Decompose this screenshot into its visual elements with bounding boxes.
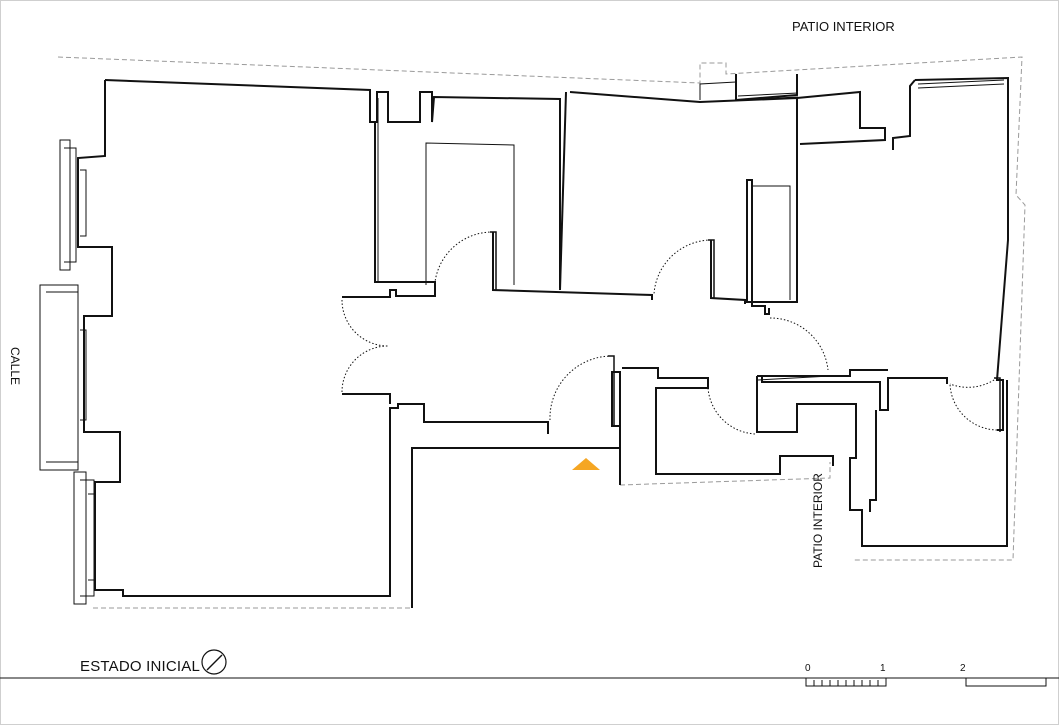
walls: [77, 74, 1009, 608]
patio-interior-label-side: PATIO INTERIOR: [811, 473, 825, 568]
triangle-marker-icon: [572, 458, 600, 470]
compass-needle-icon: [201, 649, 227, 675]
windows-left: [39, 139, 95, 605]
windows-top: [699, 79, 1005, 101]
door-swings: [341, 231, 998, 435]
patio-interior-label-top: PATIO INTERIOR: [792, 19, 895, 34]
drawing-title: ESTADO INICIAL: [80, 658, 201, 675]
building-boundary: [57, 56, 1026, 609]
scale-tick-label: 1: [880, 663, 886, 674]
scale-bar: [805, 678, 1047, 687]
interior-thin-lines: [377, 98, 831, 381]
scale-tick-label: 2: [960, 663, 966, 674]
scale-tick-label: 0: [805, 663, 811, 674]
door-leaves: [490, 231, 1001, 432]
street-label: CALLE: [8, 347, 22, 386]
